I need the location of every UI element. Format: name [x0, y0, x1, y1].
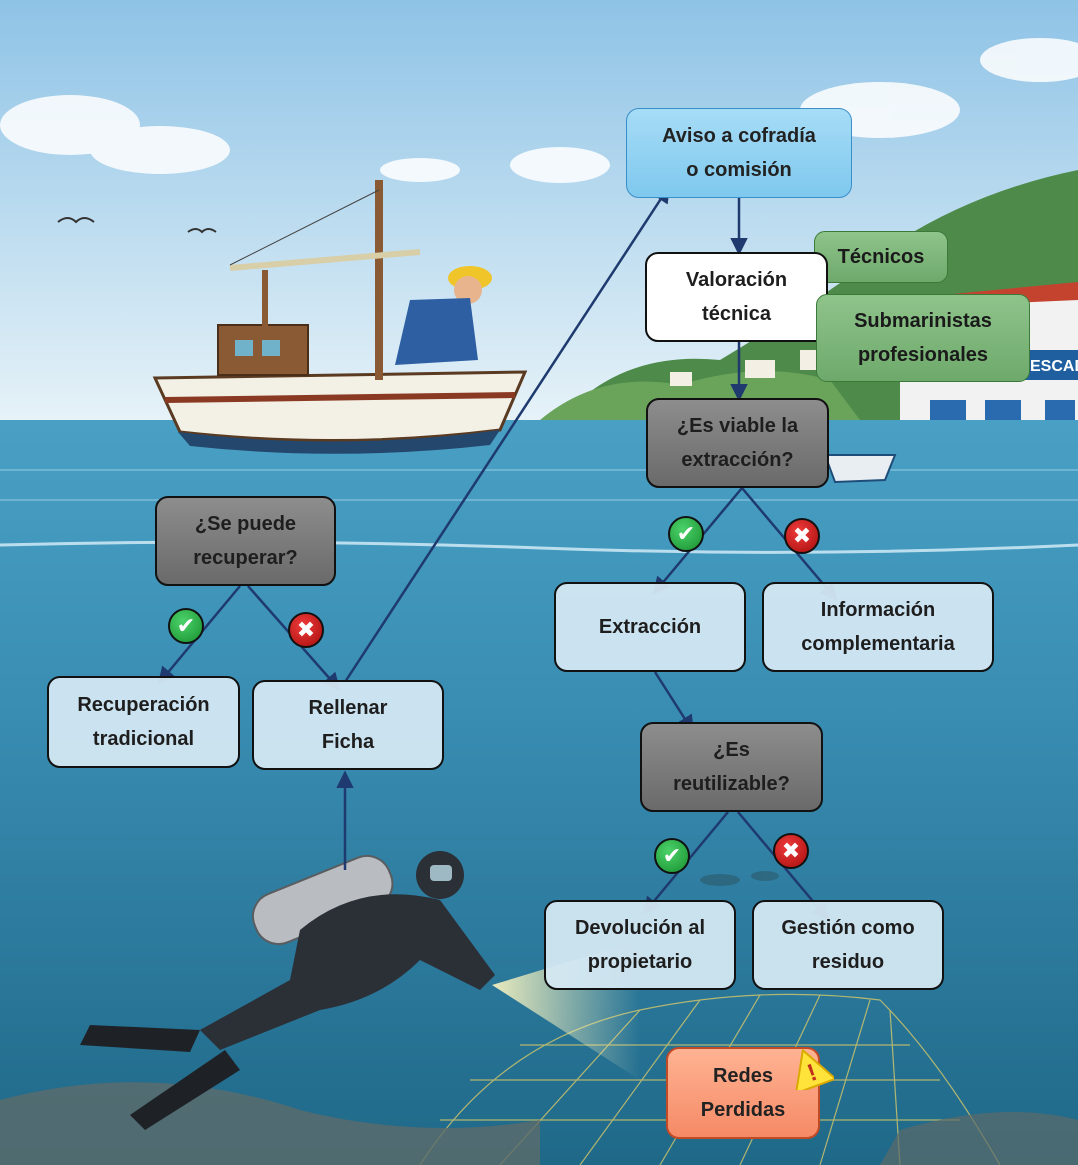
node-gestion-residuo: Gestión como residuo	[752, 900, 944, 990]
node-extraccion: Extracción	[554, 582, 746, 672]
node-es-reutilizable: ¿Es reutilizable?	[640, 722, 823, 812]
node-submarinistas: Submarinistas profesionales	[816, 294, 1030, 382]
node-informacion-complementaria: Información complementaria	[762, 582, 994, 672]
check-icon: ✔	[654, 838, 690, 874]
node-es-viable: ¿Es viable la extracción?	[646, 398, 829, 488]
check-icon: ✔	[168, 608, 204, 644]
node-devolucion-propietario: Devolución al propietario	[544, 900, 736, 990]
node-rellenar-ficha: Rellenar Ficha	[252, 680, 444, 770]
warning-icon: !	[795, 1049, 834, 1090]
node-redes-perdidas: Redes Perdidas	[666, 1047, 820, 1139]
check-icon: ✔	[668, 516, 704, 552]
building-sign: ESCAD	[1030, 358, 1078, 375]
cross-icon: ✖	[288, 612, 324, 648]
cross-icon: ✖	[773, 833, 809, 869]
cross-icon: ✖	[784, 518, 820, 554]
bird-icon	[57, 217, 217, 234]
node-aviso-cofradia: Aviso a cofradía o comisión	[626, 108, 852, 198]
node-valoracion-tecnica: Valoración técnica	[645, 252, 828, 342]
node-se-puede-recuperar: ¿Se puede recuperar?	[155, 496, 336, 586]
node-recuperacion-tradicional: Recuperación tradicional	[47, 676, 240, 768]
node-tecnicos: Técnicos	[814, 231, 948, 283]
